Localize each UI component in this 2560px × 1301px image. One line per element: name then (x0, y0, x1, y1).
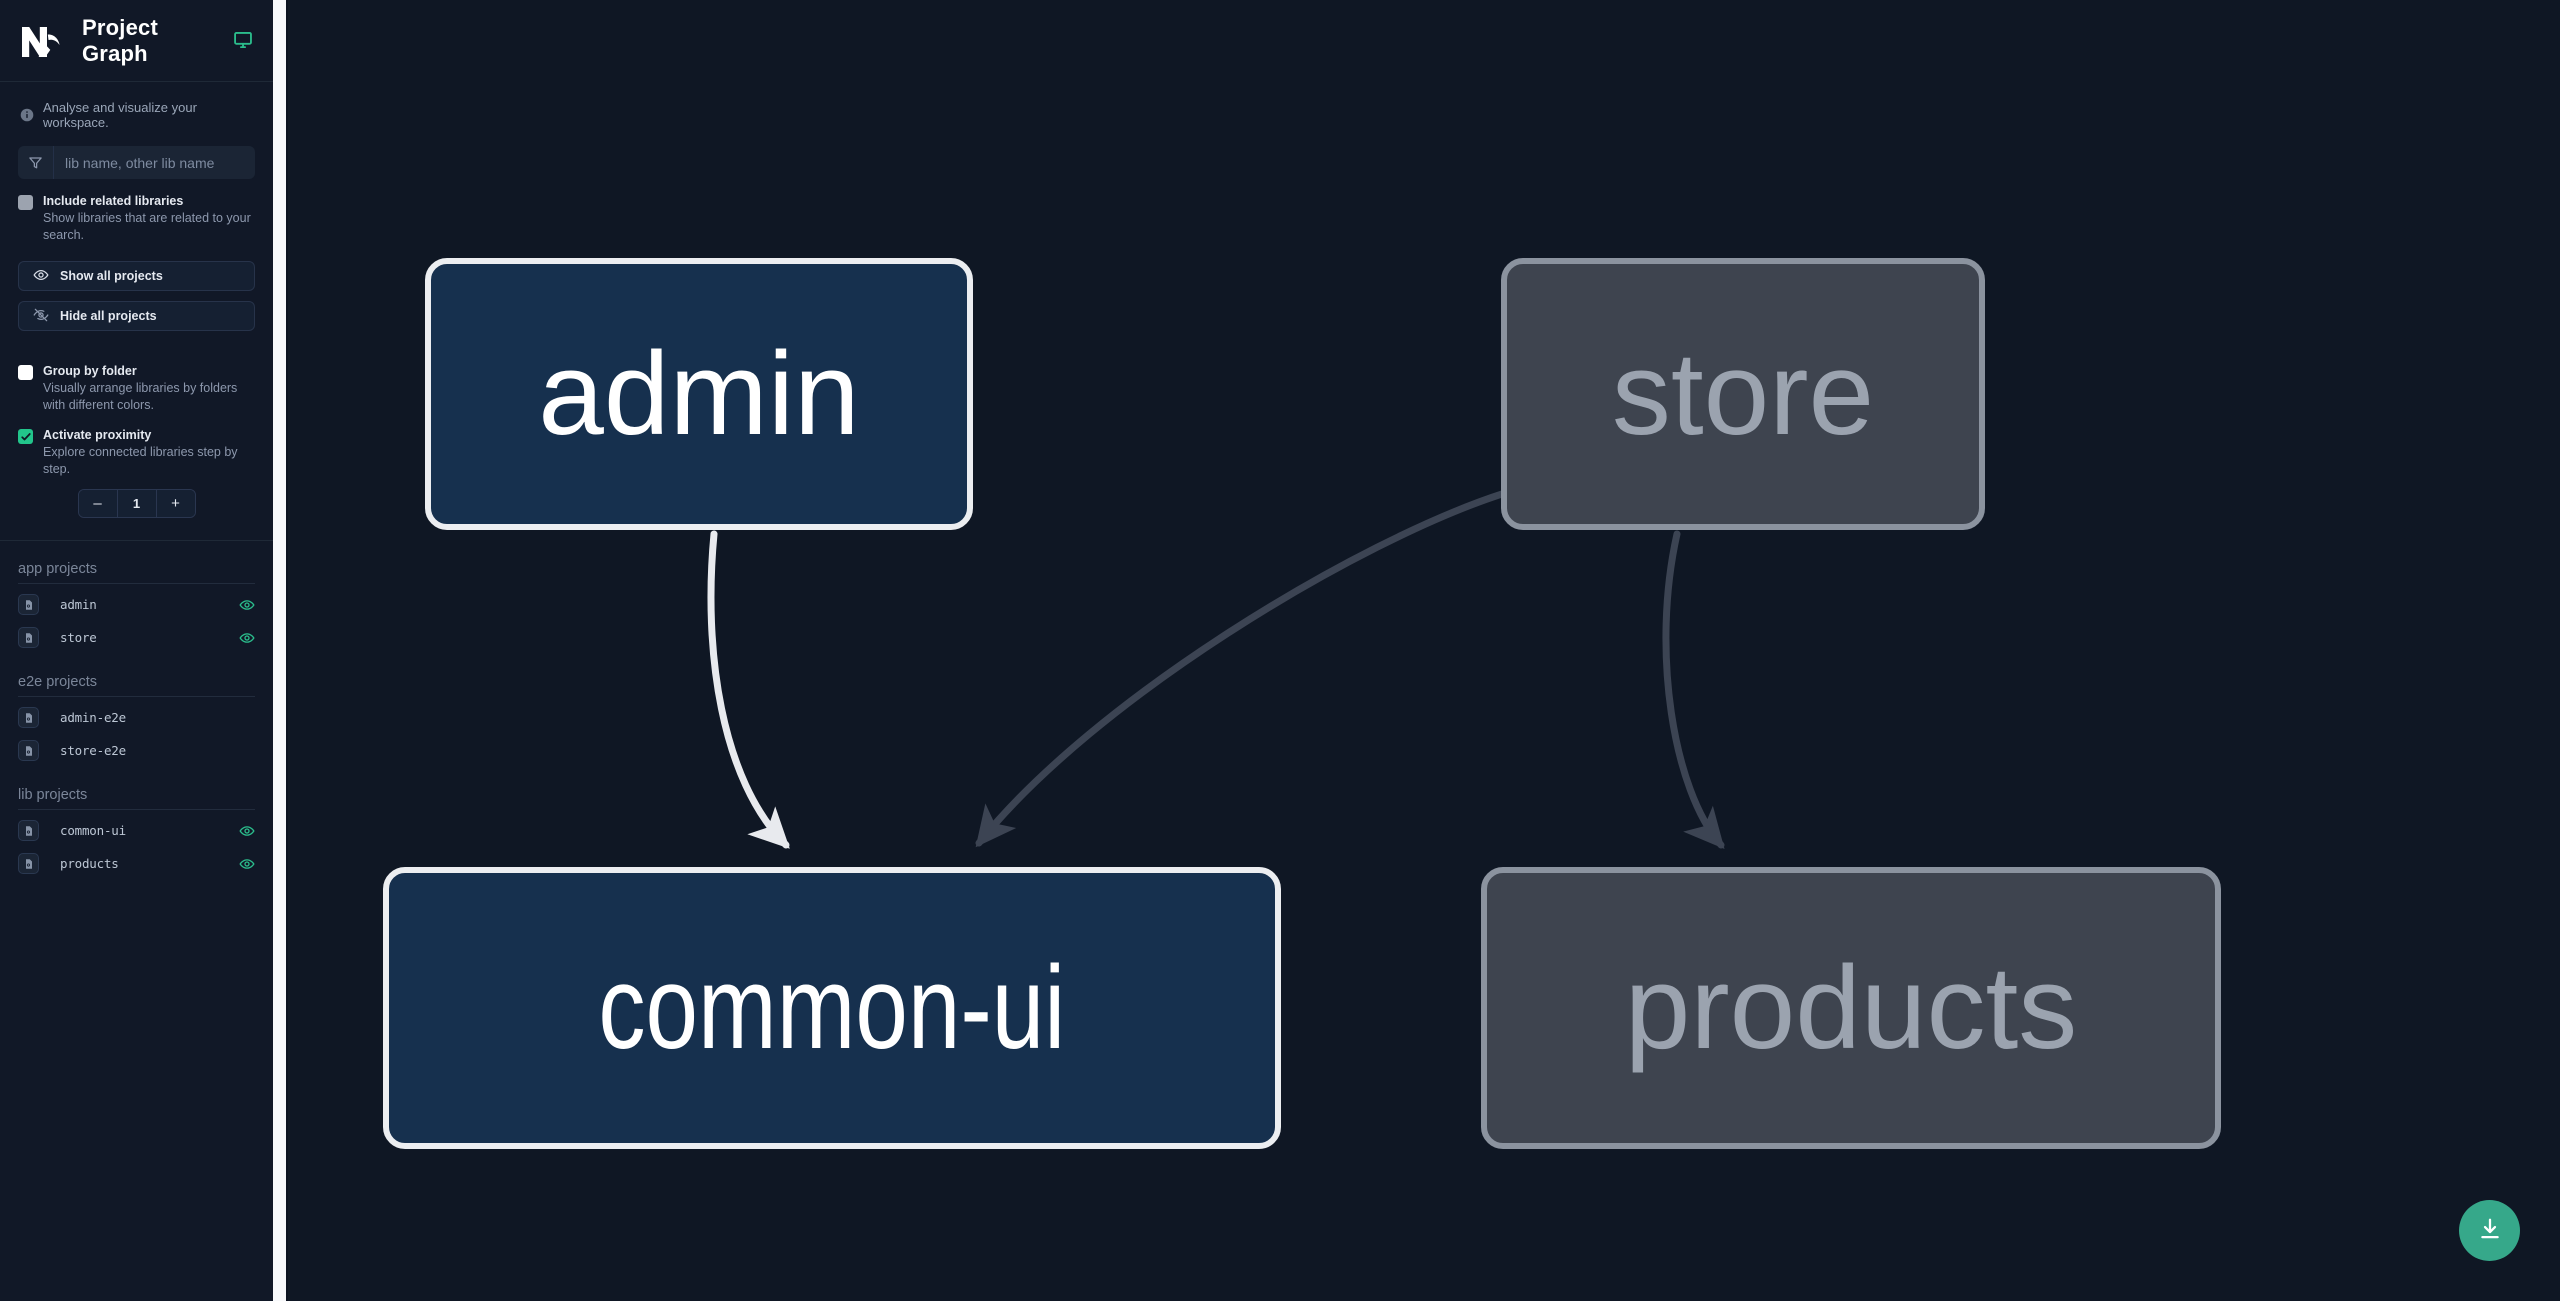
graph-edges (707, 489, 1725, 850)
option-description: Explore connected libraries step by step… (43, 445, 238, 476)
option-activate-proximity[interactable]: Activate proximity Explore connected lib… (0, 413, 273, 477)
project-group-lib: lib projects common-ui (0, 767, 273, 880)
eye-icon[interactable] (239, 856, 255, 872)
project-group-app: app projects admin (0, 541, 273, 654)
project-file-icon (18, 853, 39, 874)
project-row-store[interactable]: store (18, 621, 255, 654)
graph-node-products[interactable]: products (1481, 867, 2221, 1149)
project-file-icon (18, 707, 39, 728)
download-graph-button[interactable] (2459, 1200, 2520, 1261)
project-file-icon (18, 627, 39, 648)
search-input[interactable] (54, 146, 255, 179)
option-include-related-libraries[interactable]: Include related libraries Show libraries… (0, 179, 273, 243)
sidebar-header: Project Graph (0, 0, 273, 82)
project-file-icon (18, 740, 39, 761)
option-description: Show libraries that are related to your … (43, 211, 251, 242)
project-name: products (60, 856, 119, 871)
graph-node-admin[interactable]: admin (425, 258, 973, 530)
show-all-projects-label: Show all projects (60, 269, 163, 283)
sidebar-divider (0, 540, 273, 541)
page-title: Project Graph (82, 14, 158, 66)
sidebar-edge-shadow (286, 0, 288, 1301)
proximity-value: 1 (116, 490, 157, 517)
sidebar: Project Graph Analyse and visualize your… (0, 0, 273, 1301)
graph-canvas[interactable]: admin store common-ui products (273, 0, 2560, 1301)
graph-node-label: common-ui (598, 942, 1066, 1074)
monitor-icon[interactable] (233, 30, 253, 52)
search-box[interactable] (18, 146, 255, 179)
option-description: Visually arrange libraries by folders wi… (43, 381, 238, 412)
proximity-increment-button[interactable]: + (156, 490, 195, 517)
option-label: Include related libraries (43, 194, 184, 208)
edge-store-to-products (1662, 530, 1725, 850)
project-name: admin (60, 597, 97, 612)
project-row-store-e2e[interactable]: store-e2e (18, 734, 255, 767)
graph-node-common-ui[interactable]: common-ui (383, 867, 1281, 1149)
info-icon (20, 108, 34, 122)
project-name: admin-e2e (60, 710, 126, 725)
show-all-projects-button[interactable]: Show all projects (18, 261, 255, 291)
option-group-by-folder[interactable]: Group by folder Visually arrange librari… (0, 349, 273, 413)
edge-store-to-common-ui (975, 489, 1509, 848)
project-row-products[interactable]: products (18, 847, 255, 880)
option-label: Activate proximity (43, 428, 152, 442)
eye-icon (33, 267, 49, 286)
graph-node-store[interactable]: store (1501, 258, 1985, 530)
tagline: Analyse and visualize your workspace. (0, 82, 273, 144)
group-title: app projects (18, 541, 255, 584)
proximity-stepper: – 1 + (18, 489, 255, 518)
project-row-admin[interactable]: admin (18, 588, 255, 621)
project-file-icon (18, 594, 39, 615)
project-group-e2e: e2e projects admin-e2e (0, 654, 273, 767)
hide-all-projects-button[interactable]: Hide all projects (18, 301, 255, 331)
eye-icon-placeholder (239, 743, 255, 759)
project-name: store-e2e (60, 743, 126, 758)
project-name: common-ui (60, 823, 126, 838)
filter-funnel-icon (18, 146, 54, 179)
graph-node-label: products (1624, 942, 2078, 1074)
eye-icon-placeholder (239, 710, 255, 726)
checkbox-include-related-libraries[interactable] (18, 195, 33, 210)
eye-off-icon (33, 307, 49, 326)
group-title: lib projects (18, 767, 255, 810)
project-row-admin-e2e[interactable]: admin-e2e (18, 701, 255, 734)
edge-admin-to-common-ui (707, 530, 790, 849)
checkbox-activate-proximity[interactable] (18, 429, 33, 444)
graph-node-label: store (1611, 328, 1875, 460)
eye-icon[interactable] (239, 823, 255, 839)
group-title: e2e projects (18, 654, 255, 697)
eye-icon[interactable] (239, 630, 255, 646)
hide-all-projects-label: Hide all projects (60, 309, 157, 323)
sidebar-resize-handle[interactable] (273, 0, 286, 1301)
checkbox-group-by-folder[interactable] (18, 365, 33, 380)
project-name: store (60, 630, 97, 645)
option-label: Group by folder (43, 364, 137, 378)
download-icon (2477, 1216, 2503, 1245)
nx-logo-icon (20, 23, 64, 59)
tagline-text: Analyse and visualize your workspace. (43, 100, 197, 130)
project-row-common-ui[interactable]: common-ui (18, 814, 255, 847)
proximity-decrement-button[interactable]: – (78, 490, 117, 517)
graph-node-label: admin (538, 328, 860, 460)
project-file-icon (18, 820, 39, 841)
eye-icon[interactable] (239, 597, 255, 613)
